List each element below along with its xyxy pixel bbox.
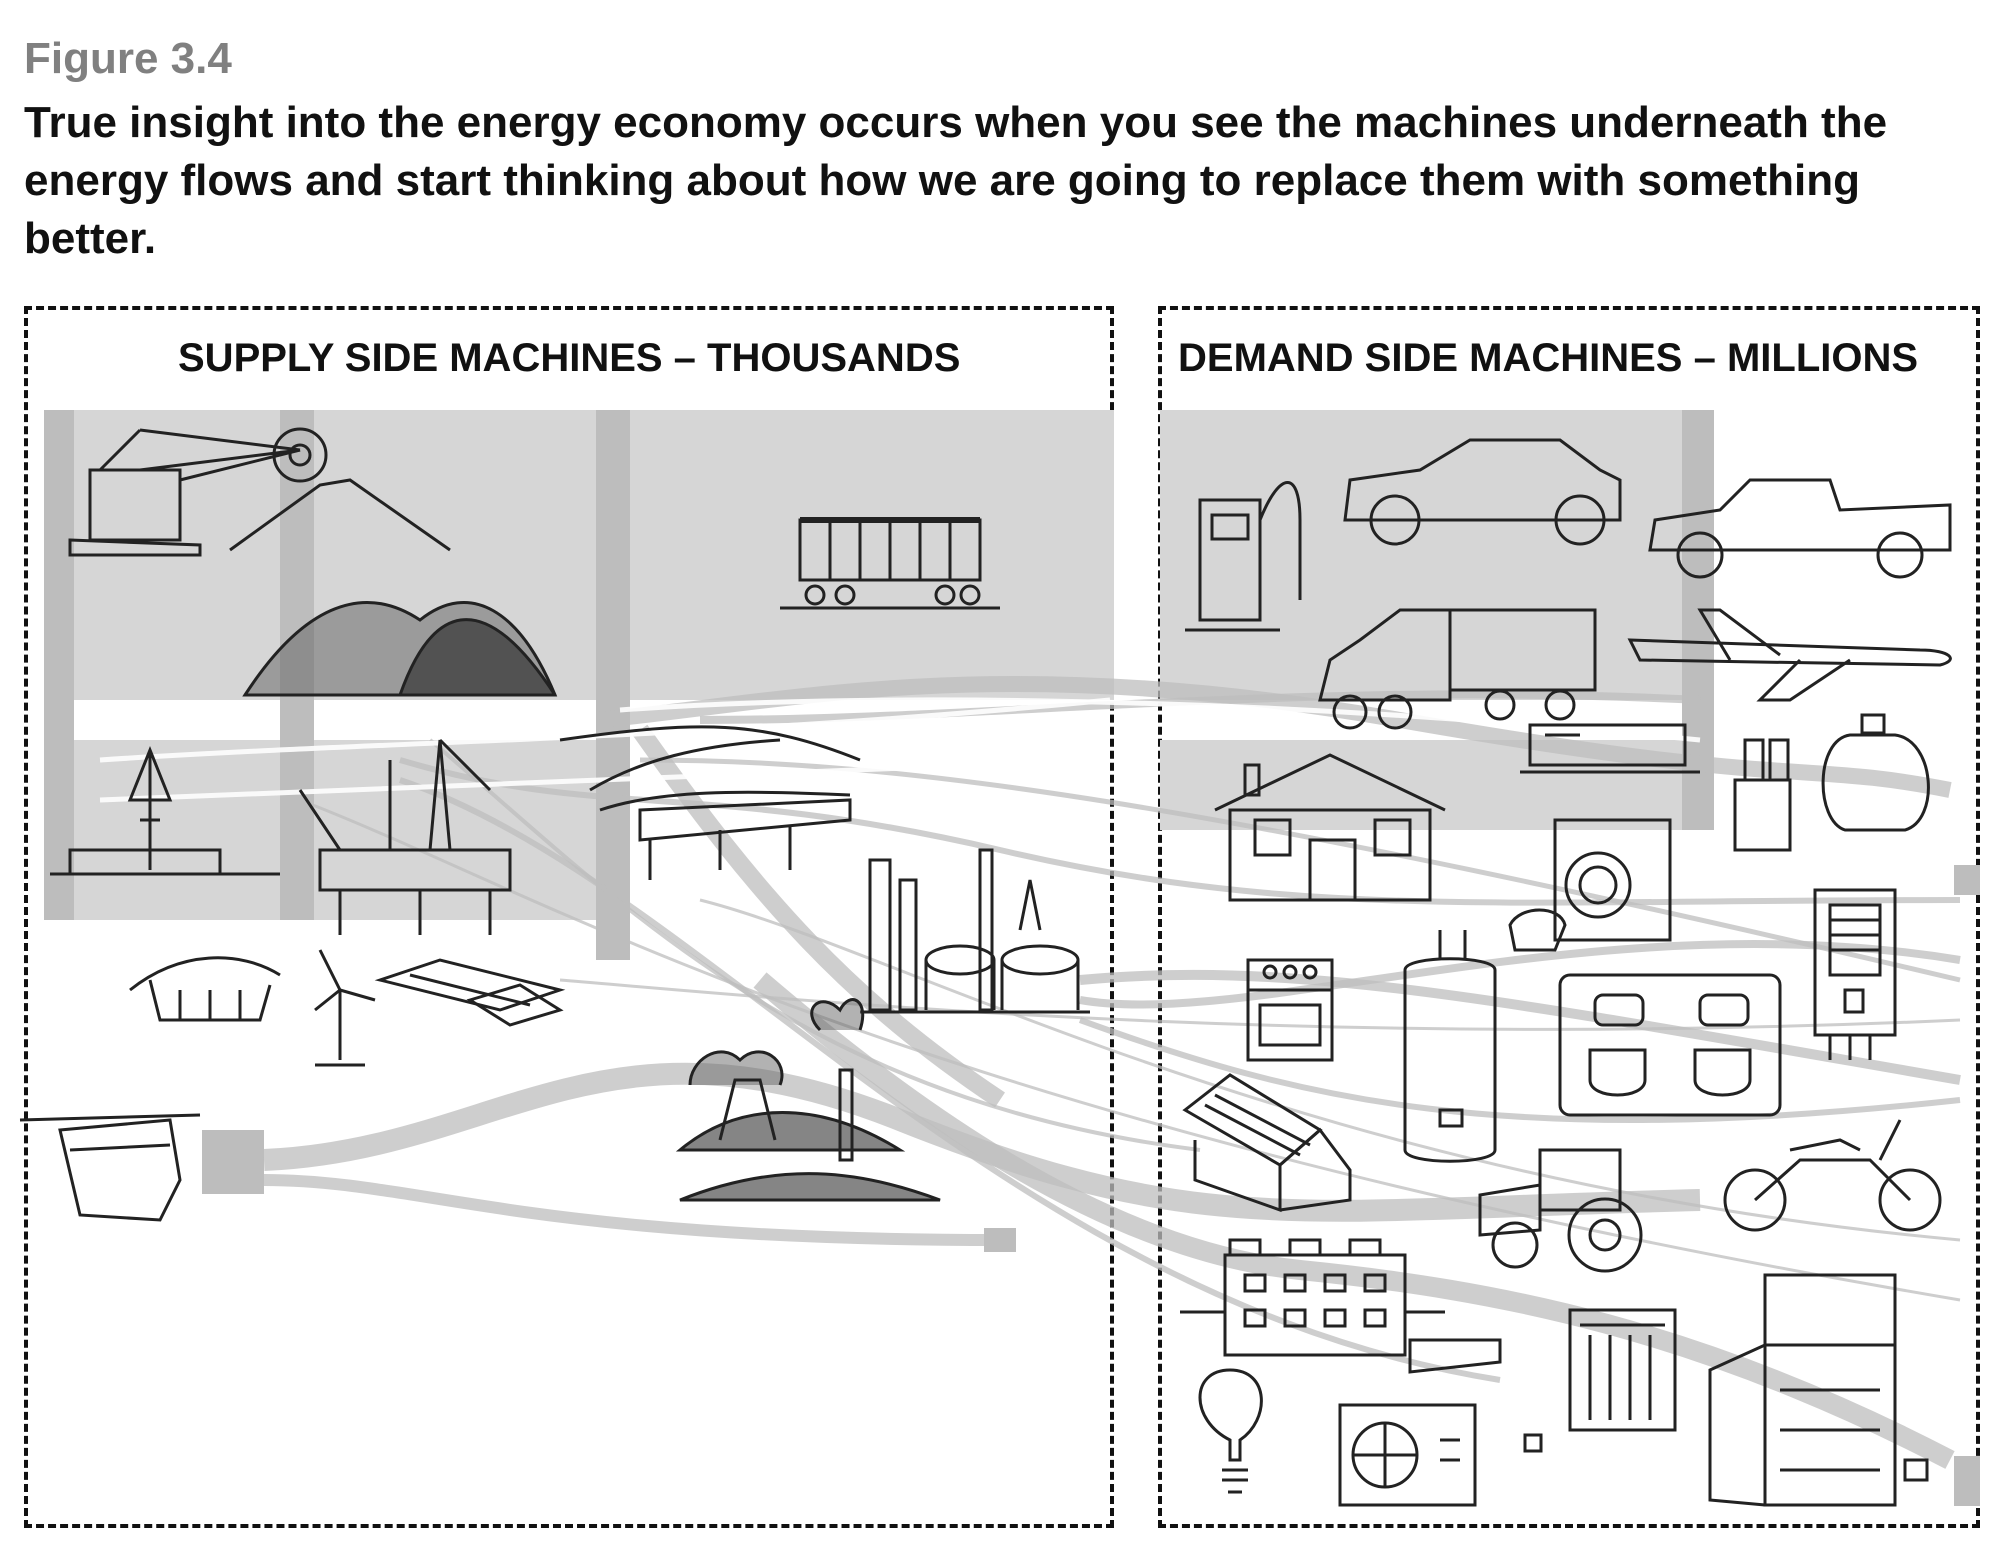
motorcycle — [1723, 1119, 1942, 1232]
airplane — [1627, 608, 1952, 702]
coal-rail-car — [780, 517, 1000, 610]
solar-house — [1182, 1073, 1352, 1213]
locomotive — [1520, 723, 1700, 774]
demand-panel — [1158, 306, 1980, 1528]
oil-tanker-ship — [19, 1113, 201, 1222]
house — [1214, 753, 1446, 902]
figure-label: Figure 3.4 — [24, 34, 232, 83]
solar-farm — [374, 958, 566, 1027]
commercial-building — [1180, 1238, 1445, 1357]
furnace — [1733, 738, 1792, 852]
hydro-dam — [129, 956, 281, 1022]
figure-title: True insight into the energy economy occ… — [24, 98, 1888, 263]
stove — [1246, 958, 1334, 1062]
flow-band-posts — [44, 410, 1980, 1506]
baseboard-heater — [1523, 1308, 1677, 1453]
water-heater — [1403, 930, 1497, 1163]
breaker-panel — [1813, 888, 1897, 1060]
onshore-oil-rig — [50, 745, 280, 876]
supply-panel — [24, 306, 1114, 1528]
light-bulb — [1198, 1368, 1263, 1494]
demand-panel-title: DEMAND SIDE MACHINES – MILLIONS — [1178, 336, 1919, 380]
fuel-pump — [1185, 481, 1302, 632]
mini-split-ac — [1408, 1338, 1502, 1374]
offshore-oil-platform — [298, 738, 512, 935]
oil-refinery — [860, 848, 1090, 1014]
pickup-truck — [1648, 478, 1952, 579]
clothes-dryer — [1508, 818, 1672, 952]
semi-truck — [1318, 608, 1597, 730]
bucket-wheel-excavator — [68, 427, 451, 557]
heat-pump — [1338, 1403, 1477, 1507]
propane-tank — [1821, 713, 1930, 832]
power-outlet — [1558, 973, 1782, 1117]
refrigerator — [1708, 1273, 1929, 1507]
suv-car — [1343, 438, 1622, 546]
wind-turbine — [314, 949, 376, 1067]
supply-panel-title: SUPPLY SIDE MACHINES – THOUSANDS — [178, 336, 961, 380]
flow-highlights — [99, 697, 1701, 803]
pipeline — [559, 725, 861, 880]
coal-piles — [242, 601, 558, 697]
tractor — [1478, 1148, 1643, 1273]
coal-power-plant — [675, 998, 941, 1202]
